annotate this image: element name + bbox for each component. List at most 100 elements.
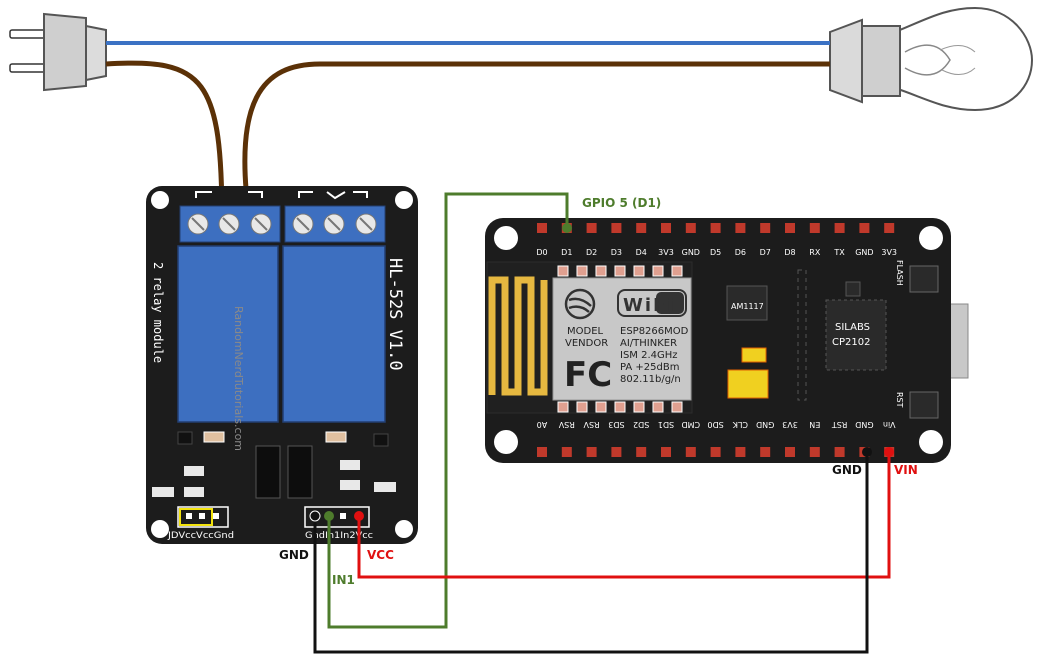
header-pin: [785, 447, 795, 457]
header-pin: [537, 223, 547, 233]
pin-label: SD1: [658, 420, 674, 429]
relay-model-label: HL-52S V1.0: [385, 258, 405, 371]
vcc-wire: [357, 452, 891, 579]
module-spec-line: ISM 2.4GHz: [620, 350, 678, 361]
module-spec-line: 802.11b/g/n: [620, 374, 681, 385]
pin-label: 3V3: [782, 420, 798, 429]
jumper-header-label: JDVccVccGnd: [167, 531, 234, 541]
header-pin: [809, 223, 820, 233]
header-pin: [685, 447, 696, 457]
header-pin: [586, 447, 597, 457]
pin-label: TX: [833, 248, 845, 257]
top-pin-labels: D0 D1 D2 D3 D4 3V3 GND D5 D6 D7 D8 RX TX GND 3V3: [536, 248, 897, 257]
vendor-label: VENDOR: [565, 338, 608, 349]
live-wire-bulb: [242, 61, 830, 225]
pin-label: D3: [611, 248, 622, 257]
header-pin: [859, 223, 870, 233]
relay-vcc-label: VCC: [367, 548, 394, 562]
pin-label: CMD: [681, 420, 700, 429]
pin-label: SD3: [608, 420, 624, 429]
pin-label: D1: [561, 248, 572, 257]
header-pin: [537, 447, 547, 457]
header-pin: [760, 223, 771, 233]
model-label: MODEL: [567, 326, 604, 337]
pin-label: GND: [855, 248, 873, 257]
pin-label: GND: [855, 420, 873, 429]
module-spec-line: PA +25dBm: [620, 362, 679, 373]
relay-gnd-label: GND: [279, 548, 309, 562]
module-spec-line: AI/THINKER: [620, 338, 677, 349]
pin-label: D2: [586, 248, 597, 257]
gpio-label: GPIO 5 (D1): [582, 196, 661, 210]
header-pin: [785, 223, 795, 233]
pin-label: 3V3: [881, 248, 897, 257]
pin-label: RST: [832, 420, 848, 429]
rst-label: RST: [895, 392, 904, 408]
usb-chip-label-1: SILABS: [835, 322, 870, 333]
espressif-logo-icon: [564, 288, 596, 320]
flash-label: FLASH: [895, 260, 904, 286]
header-pin: [834, 223, 845, 233]
signal-wires: [313, 192, 891, 654]
relay-subtitle-label: 2 relay module: [151, 262, 165, 363]
module-spec-line: ESP8266MOD: [620, 326, 689, 337]
fcc-logo-icon: FC: [564, 355, 612, 395]
pin-label: D0: [536, 248, 547, 257]
wifi-logo-icon: WiFi: [617, 289, 687, 317]
esp-gnd-label: GND: [832, 463, 862, 477]
header-pin: [884, 223, 895, 233]
header-pin: [561, 447, 572, 457]
pin-label: RSV: [558, 420, 575, 429]
pin-label: SD0: [707, 420, 723, 429]
header-pin: [735, 223, 746, 233]
top-header-pins: [537, 223, 895, 233]
plug-icon: [9, 12, 107, 92]
light-bulb-icon: [829, 6, 1034, 112]
header-pin: [685, 223, 696, 233]
header-pin: [834, 447, 845, 457]
esp-vin-label: VIN: [894, 463, 918, 477]
ac-wires: [105, 41, 830, 225]
header-pin: [661, 447, 671, 457]
header-pin: [809, 447, 820, 457]
pin-label: A0: [537, 420, 548, 429]
pin-label: D4: [636, 248, 647, 257]
pin-label: D7: [760, 248, 771, 257]
svg-text:WiFi: WiFi: [623, 295, 676, 316]
pin-label: EN: [809, 420, 820, 429]
header-pin: [611, 447, 622, 457]
pin-label: SD2: [633, 420, 649, 429]
relay-in1-label: IN1: [332, 573, 355, 587]
pin-label: GND: [682, 248, 700, 257]
input-header-label: GndIn1In2Vcc: [305, 531, 373, 541]
watermark: RandomNerdTutorials.com: [232, 306, 245, 451]
relay-module: HL-52S V1.0 2 relay module RandomNerdTut…: [146, 186, 418, 544]
pin-label: 3V3: [658, 248, 674, 257]
header-pin: [710, 223, 721, 233]
header-pin: [586, 223, 597, 233]
rst-button[interactable]: [909, 391, 939, 419]
header-pin: [735, 447, 746, 457]
header-pin: [636, 223, 647, 233]
pin-label: D5: [710, 248, 721, 257]
header-pin: [611, 223, 622, 233]
regulator-label: AM1117: [731, 302, 764, 311]
pin-label: GND: [756, 420, 774, 429]
header-pin: [636, 447, 647, 457]
pin-label: CLK: [732, 420, 748, 429]
wire-end-dots: [309, 223, 894, 522]
header-pin: [661, 223, 671, 233]
pin-label: RX: [809, 248, 821, 257]
live-wire-plug: [105, 60, 225, 225]
pin-label: D6: [735, 248, 746, 257]
pin-label: D8: [784, 248, 795, 257]
pin-label: RSV: [583, 420, 600, 429]
header-pin: [760, 447, 771, 457]
flash-button[interactable]: [909, 265, 939, 293]
gnd-wire: [313, 452, 869, 654]
pin-label: Vin: [883, 420, 896, 429]
bottom-header-pins: [537, 447, 895, 457]
